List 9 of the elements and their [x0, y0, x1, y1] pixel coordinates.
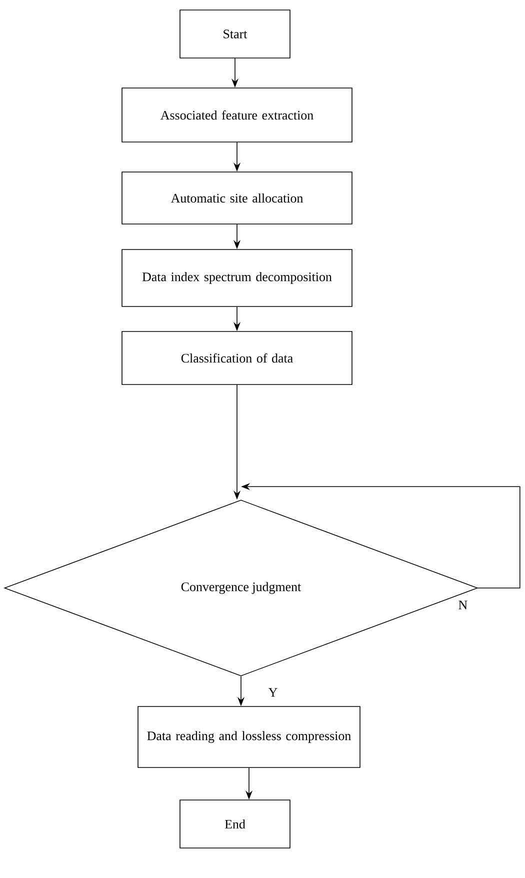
process-box: Associated feature extraction — [122, 88, 352, 142]
process-box: Data reading and lossless compression — [138, 706, 360, 768]
process-box: Automatic site allocation — [122, 172, 352, 224]
edge-label: Y — [267, 687, 279, 698]
edge-label: N — [457, 600, 469, 610]
process-box: Data index spectrum decomposition — [122, 249, 352, 307]
process-box: End — [180, 800, 290, 848]
process-box: Classification of data — [122, 331, 352, 385]
process-box: Start — [180, 10, 290, 58]
